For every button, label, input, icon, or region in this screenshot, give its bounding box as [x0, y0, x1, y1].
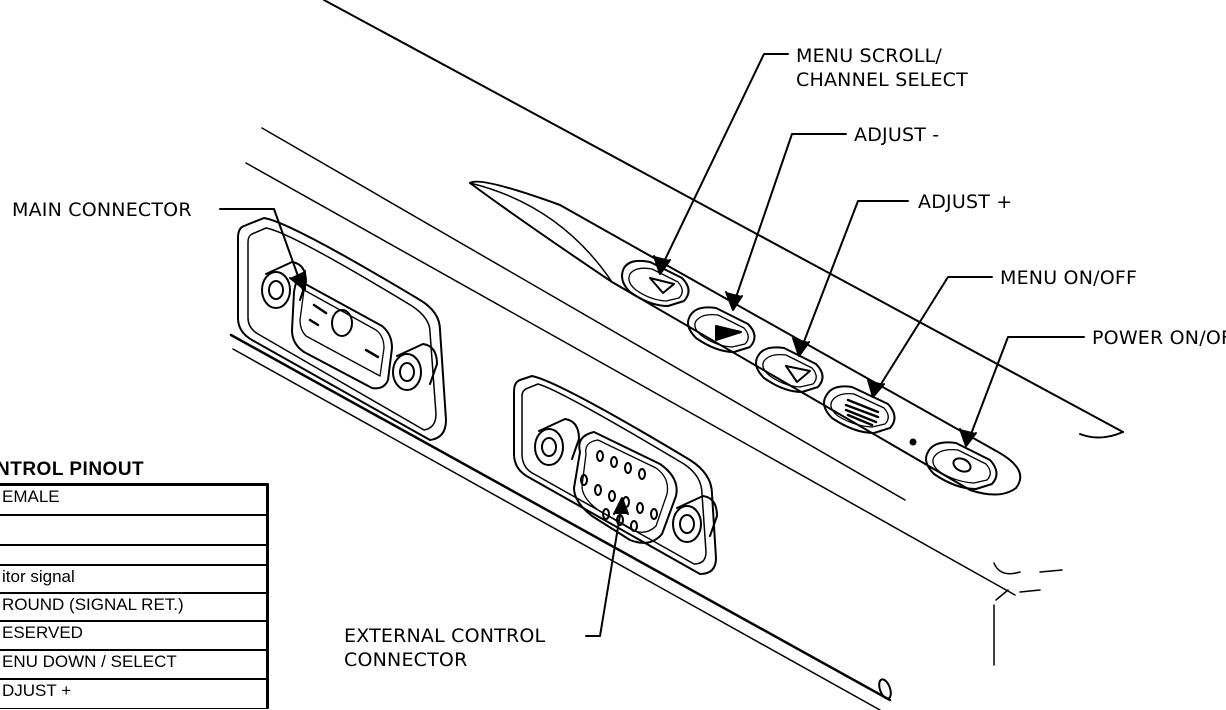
pinout-row	[0, 545, 268, 565]
pinout-row: ROUND (SIGNAL RET.)	[0, 593, 268, 621]
main-connector	[237, 217, 447, 441]
callout-main-connector: MAIN CONNECTOR	[12, 199, 192, 221]
pinout-row	[0, 515, 268, 545]
callout-menu-scroll: MENU SCROLL/ CHANNEL SELECT	[796, 44, 968, 92]
callout-menu-scroll-line1: MENU SCROLL/	[796, 45, 943, 67]
pinout-row: DJUST +	[0, 679, 268, 709]
callout-external-control-line1: EXTERNAL CONTROL	[344, 625, 546, 647]
callout-external-control: EXTERNAL CONTROL CONNECTOR	[344, 624, 545, 672]
pinout-row: itor signal	[0, 565, 268, 593]
callout-external-control-line2: CONNECTOR	[344, 649, 468, 671]
callout-power-on-off: POWER ON/OFF	[1092, 327, 1226, 349]
leader-lines	[219, 53, 1085, 637]
control-panel	[469, 180, 1022, 496]
housing-outline	[229, 0, 1124, 710]
button-adjust-plus	[755, 346, 824, 393]
callout-menu-on-off: MENU ON/OFF	[1000, 267, 1138, 289]
button-adjust-minus	[687, 306, 756, 353]
connector-pins	[580, 450, 658, 532]
pinout-row: ENU DOWN / SELECT	[0, 650, 268, 679]
button-menu-on-off	[823, 385, 896, 434]
callout-menu-scroll-line2: CHANNEL SELECT	[796, 69, 968, 91]
callout-adjust-plus: ADJUST +	[918, 191, 1013, 213]
pinout-title: NTROL PINOUT	[0, 459, 145, 480]
button-power	[925, 441, 998, 490]
pinout-row: ESERVED	[0, 621, 268, 650]
callout-adjust-minus: ADJUST -	[854, 124, 940, 146]
pinout-row: EMALE	[0, 485, 268, 515]
external-control-connector	[513, 375, 718, 575]
button-menu-scroll	[621, 259, 690, 307]
